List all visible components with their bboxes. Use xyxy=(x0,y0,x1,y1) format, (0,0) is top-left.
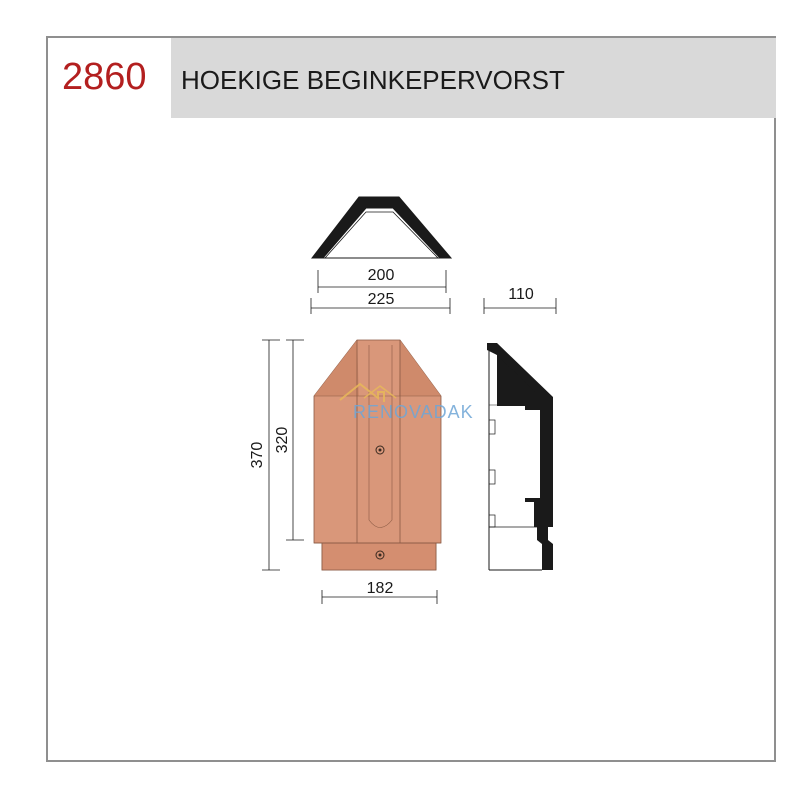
dimension-bottom-width: 182 xyxy=(321,580,438,604)
nail-hole-bottom xyxy=(375,550,385,560)
dimension-label-225: 225 xyxy=(368,291,395,308)
dimension-body-height: 320 xyxy=(274,339,304,541)
dimension-label-182: 182 xyxy=(367,580,394,597)
dimension-top-inner: 200 xyxy=(317,267,447,293)
front-tile-view xyxy=(313,339,442,571)
product-title: HOEKIGE BEGINKEPERVORST xyxy=(181,65,565,95)
renovadak-watermark: RENOVADAK xyxy=(339,382,474,422)
dimension-label-110: 110 xyxy=(508,286,534,303)
header-band xyxy=(171,38,776,118)
dimension-label-200: 200 xyxy=(368,267,395,284)
side-profile-view xyxy=(487,343,553,571)
dimension-top-outer: 225 xyxy=(310,291,451,314)
dimension-side-depth: 110 xyxy=(483,286,557,314)
product-code: 2860 xyxy=(62,56,147,98)
dimension-label-320: 320 xyxy=(274,427,291,454)
dimension-total-height: 370 xyxy=(249,339,280,571)
nail-hole-top xyxy=(375,445,385,455)
watermark-text: RENOVADAK xyxy=(353,402,474,422)
product-sheet-frame: 2860 HOEKIGE BEGINKEPERVORST xyxy=(46,36,776,762)
dimension-label-370: 370 xyxy=(249,442,266,469)
top-section-view xyxy=(310,196,453,259)
